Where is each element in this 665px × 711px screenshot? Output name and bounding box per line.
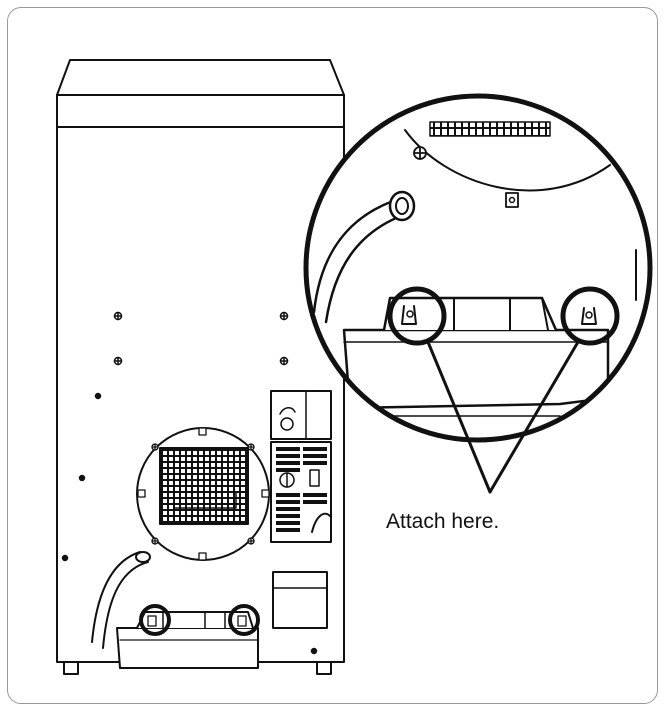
attach-point-small-left <box>139 604 171 636</box>
magnified-detail <box>303 93 653 443</box>
water-tank-small <box>116 611 259 669</box>
attach-point-left <box>387 286 447 346</box>
drain-hose-small <box>91 551 151 649</box>
air-filter-grille <box>136 427 270 561</box>
attach-point-small-right <box>228 604 260 636</box>
unit-cabinet <box>56 59 345 675</box>
cabinet-screws <box>61 311 318 655</box>
front-foot-right <box>316 661 332 675</box>
attach-point-right <box>560 286 620 346</box>
control-panel <box>270 390 332 543</box>
rear-cover-plate <box>272 571 328 629</box>
callout-lines <box>426 340 580 494</box>
front-foot-left <box>63 661 79 675</box>
attach-here-label: Attach here. <box>386 510 500 533</box>
